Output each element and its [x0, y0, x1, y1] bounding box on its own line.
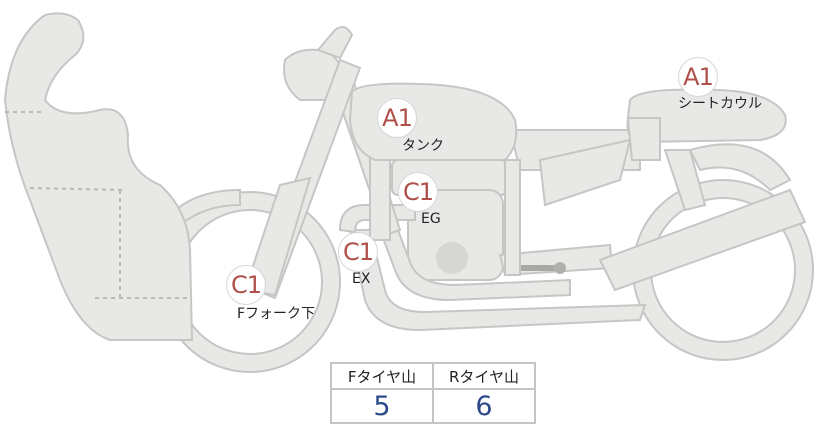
rear-tire-header: Rタイヤ山: [432, 362, 536, 390]
rear-tire-value: 6: [432, 388, 536, 424]
part-label-tank: タンク: [402, 138, 444, 154]
part-label-exhaust: EX: [352, 271, 371, 287]
grade-badge-exhaust[interactable]: C1: [338, 232, 378, 272]
part-label-engine: EG: [421, 211, 441, 227]
front-tire-value: 5: [330, 388, 434, 424]
grade-badge-engine[interactable]: C1: [398, 172, 438, 212]
grade-badge-front-fork[interactable]: C1: [226, 265, 266, 305]
tire-tread-table: Fタイヤ山 Rタイヤ山 5 6: [330, 362, 536, 424]
grade-badge-seat-cowl[interactable]: A1: [678, 57, 718, 97]
front-tire-header: Fタイヤ山: [330, 362, 434, 390]
grade-badge-tank[interactable]: A1: [377, 98, 417, 138]
part-label-front-fork: Fフォーク下: [237, 306, 316, 322]
part-label-seat-cowl: シートカウル: [678, 96, 762, 112]
